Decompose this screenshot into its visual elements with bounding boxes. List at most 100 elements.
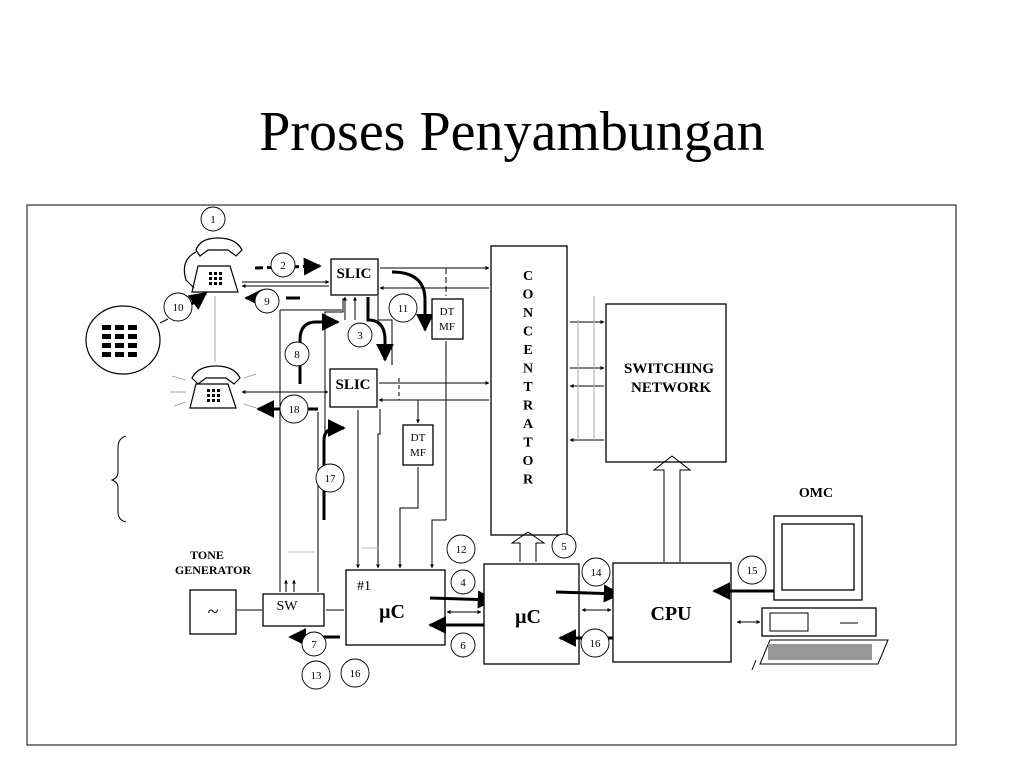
cpu-label: CPU (650, 603, 691, 625)
arrow-8 (298, 313, 340, 384)
hollow-arrow-cpu-sn (652, 455, 692, 562)
step-circle-1 (200, 206, 226, 232)
slic-bottom-to-uc (376, 409, 381, 569)
dtmf-bottom-label-1: DT (411, 432, 426, 444)
step-number-17: 17 (325, 473, 337, 485)
step-number-16: 16 (590, 638, 602, 650)
dtmf-bottom-label-2: MF (410, 447, 426, 459)
switching-network-box (605, 303, 727, 463)
slic-bottom-label: SLIC (335, 377, 370, 393)
concentrator-letter: N (523, 306, 533, 321)
keypad-icon (85, 305, 161, 375)
step-number-14: 14 (591, 567, 603, 579)
step-number-1: 1 (210, 214, 216, 226)
uc-left-label: μC (379, 601, 405, 623)
step-number-13: 13 (311, 670, 323, 682)
slic-top-box (330, 258, 379, 296)
step-number-5: 5 (561, 541, 567, 553)
step-number-18: 18 (289, 404, 301, 416)
arrow-2 (254, 257, 322, 276)
step-number-8: 8 (294, 349, 300, 361)
concentrator-letter: C (523, 269, 533, 284)
step-circle-7 (301, 631, 327, 657)
omc-label: OMC (799, 486, 833, 501)
step-circle-16 (340, 658, 370, 688)
cpu-box (612, 562, 732, 663)
step-circle-6 (450, 632, 476, 658)
step-circle-16 (580, 628, 610, 658)
arrow-14 (555, 584, 622, 603)
sw-label: SW (277, 599, 299, 614)
step-circle-10 (163, 292, 193, 322)
step-number-9: 9 (264, 296, 270, 308)
step-number-4: 4 (460, 577, 466, 589)
computer-terminal-icon (751, 515, 889, 671)
step-number-16: 16 (350, 668, 362, 680)
step-circle-14 (581, 557, 611, 587)
slic-top-vertical-2 (377, 296, 393, 365)
step-number-6: 6 (460, 640, 466, 652)
step-circle-8 (284, 341, 310, 367)
step-circle-3 (347, 322, 373, 348)
step-number-12: 12 (456, 544, 467, 556)
concentrator-letter: A (523, 417, 534, 432)
slic-top-label: SLIC (336, 266, 371, 282)
step-number-7: 7 (311, 639, 317, 651)
concentrator-letter: O (523, 288, 534, 303)
concentrator-letter: R (523, 473, 534, 488)
arrow-17 (322, 419, 346, 520)
uc-right-label: μC (515, 606, 541, 628)
step-circle-12 (446, 534, 476, 564)
tone-generator-label-2: GENERATOR (175, 563, 252, 577)
step-number-2: 2 (280, 260, 286, 272)
diagram-frame (26, 204, 957, 746)
dtmf-bottom-box (402, 424, 434, 466)
arrow-3 (366, 297, 394, 362)
telephone-icon (183, 237, 243, 293)
step-circle-2 (270, 252, 296, 278)
step-number-10: 10 (173, 302, 185, 314)
concentrator-letter: N (523, 362, 533, 377)
arrow-10 (187, 291, 208, 310)
step-circle-17 (315, 463, 345, 493)
step-circle-11 (388, 293, 418, 323)
uc-right-box (483, 563, 580, 665)
concentrator-letter: O (523, 454, 534, 469)
tone-generator-box (189, 589, 237, 635)
step-circle-9 (254, 288, 280, 314)
concentrator-letter: E (523, 343, 532, 358)
concentrator-letter: T (523, 436, 533, 451)
switching-network-label-1: SWITCHING (624, 361, 714, 377)
switching-network-label-2: NETWORK (631, 380, 711, 396)
left-brace (110, 435, 127, 523)
dtmf-bottom-to-uc (398, 467, 419, 569)
step-circle-4 (450, 569, 476, 595)
sw-box (262, 593, 325, 627)
dtmf-top-label-1: DT (440, 306, 455, 318)
concentrator-letter: T (523, 380, 533, 395)
step-circle-13 (301, 660, 331, 690)
page-title: Proses Penyambungan (259, 101, 765, 163)
step-number-3: 3 (357, 330, 363, 342)
keypad-link (159, 318, 169, 324)
dtmf-top-to-uc-2 (430, 519, 446, 569)
hollow-arrow-uc-conc (510, 531, 546, 562)
tone-generator-label-1: TONE (190, 548, 224, 562)
step-circle-5 (551, 533, 577, 559)
step-circle-18 (279, 394, 309, 424)
tone-symbol: ~ (208, 601, 219, 623)
step-circle-15 (737, 555, 767, 585)
uc-left-tag: #1 (357, 579, 371, 594)
slic-bottom-box (329, 368, 378, 408)
concentrator-letter: C (523, 325, 533, 340)
concentrator-letter: R (523, 399, 534, 414)
arrow-11 (391, 270, 434, 332)
dtmf-top-label-2: MF (439, 321, 455, 333)
concentrator-box (490, 245, 568, 536)
dtmf-top-box (431, 298, 464, 340)
arrow-4 (429, 590, 496, 609)
step-number-15: 15 (747, 565, 759, 577)
ringing-telephone-icon (170, 365, 258, 409)
